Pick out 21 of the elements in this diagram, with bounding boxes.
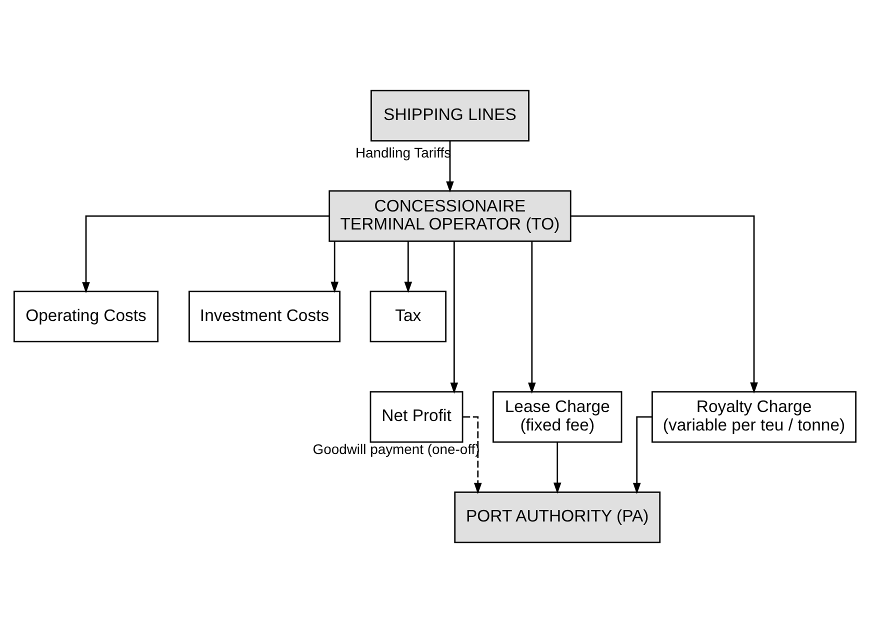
node-box: PORT AUTHORITY (PA) <box>454 491 661 543</box>
node-box: CONCESSIONAIRE TERMINAL OPERATOR (TO) <box>328 190 572 242</box>
node-box: Royalty Charge (variable per teu / tonne) <box>652 390 857 442</box>
arrow <box>553 442 562 494</box>
arrow <box>404 240 412 292</box>
arrow <box>571 214 758 394</box>
arrow <box>330 240 338 292</box>
arrow <box>446 140 454 192</box>
arrow <box>450 241 458 394</box>
node-box: Tax <box>370 290 446 342</box>
edge-label: Handling Tariffs <box>355 144 452 160</box>
node-box: Investment Costs <box>188 290 341 342</box>
node-box: Operating Costs <box>13 290 159 342</box>
arrow <box>528 241 536 394</box>
arrow <box>632 416 652 494</box>
arrow <box>82 214 330 293</box>
node-box: SHIPPING LINES <box>370 89 530 141</box>
node-box: Lease Charge (fixed fee) <box>492 390 622 442</box>
node-box: Net Profit <box>370 390 464 442</box>
edge-label: Goodwill payment (one-off) <box>312 440 480 456</box>
arrow <box>463 416 482 494</box>
